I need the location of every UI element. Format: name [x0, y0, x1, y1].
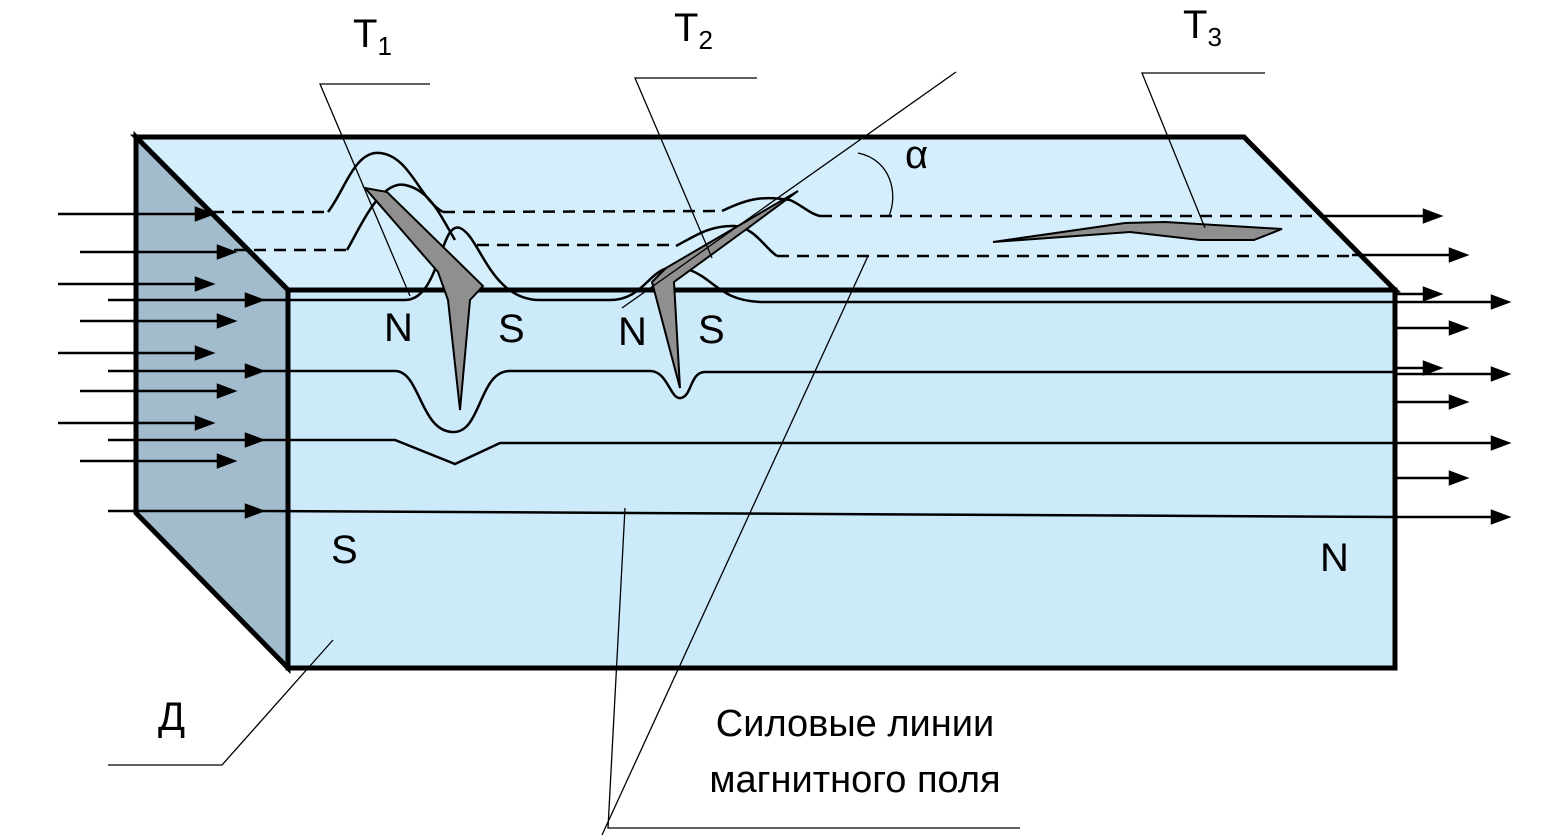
- label-part: Д: [158, 695, 185, 739]
- incoming-field-arrows: [58, 206, 266, 519]
- label-pole-n2: N: [618, 310, 647, 354]
- defect-t3: [992, 220, 1283, 243]
- label-pole-s-left: S: [331, 528, 358, 572]
- outgoing-field-arrows: [1322, 208, 1512, 525]
- defect-t1: [362, 186, 485, 411]
- label-t3: T3: [1183, 3, 1222, 52]
- caption-line-2: магнитного поля: [709, 759, 1000, 801]
- label-t1: T1: [353, 12, 392, 61]
- label-t2: T2: [674, 6, 713, 55]
- dashed-surface-field-lines: [212, 209, 1352, 258]
- box-front-face: [285, 287, 1398, 671]
- defect-t2: [650, 190, 799, 389]
- caption-line-1: Силовые линии: [716, 703, 994, 745]
- label-pole-n-right: N: [1320, 536, 1349, 580]
- leader-lines: [108, 71, 1265, 836]
- label-pole-n1: N: [384, 306, 413, 350]
- label-alpha: α: [905, 133, 928, 177]
- label-pole-s1: S: [498, 307, 525, 351]
- label-pole-s2: S: [698, 308, 725, 352]
